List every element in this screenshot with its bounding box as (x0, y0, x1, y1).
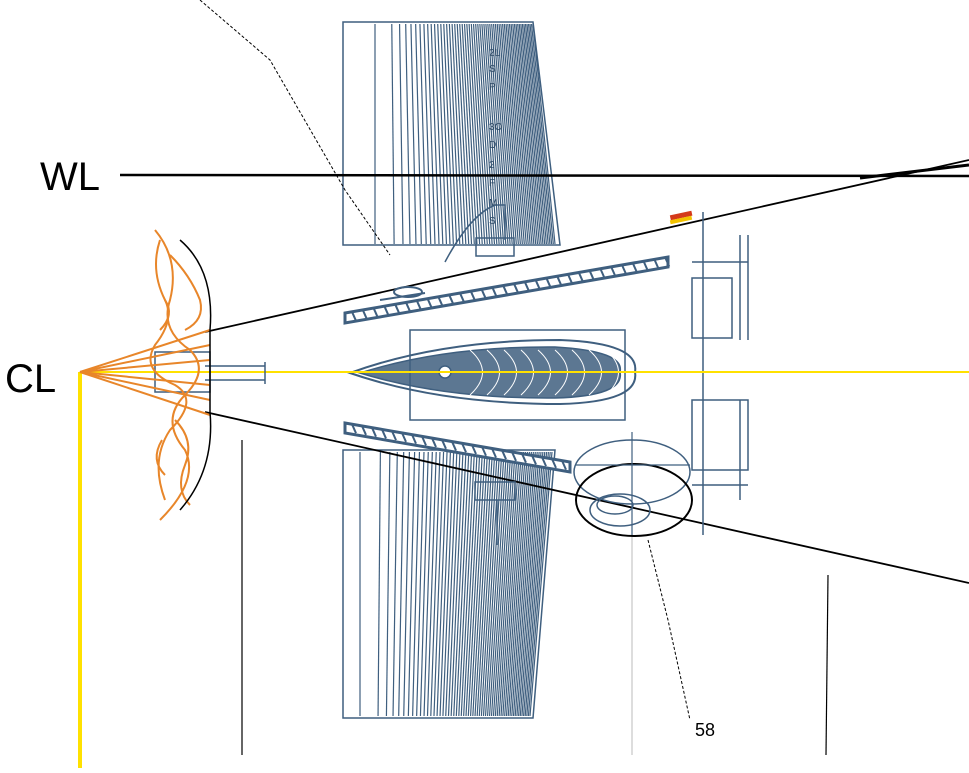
wing-strip-label: M (489, 198, 497, 209)
waterline (119, 173, 969, 178)
fuselage-upper-outline (204, 159, 969, 333)
wing-strip-label: S (489, 64, 496, 75)
propeller (79, 229, 211, 521)
upper-wing-panel (342, 21, 561, 246)
marker-yellow (669, 215, 693, 225)
callout-58-label: 58 (695, 720, 715, 740)
upper-stringer-beam (343, 255, 671, 325)
wing-strip-label: 2L (489, 48, 501, 59)
wing-strip-label: 3O (489, 122, 503, 133)
wing-strip-label: 2 (489, 160, 495, 171)
lower-stringer-beam (343, 421, 572, 474)
wing-strip-label: P (489, 82, 496, 93)
marker-red (669, 210, 693, 221)
spinner-outline (179, 239, 212, 511)
centerline-label: CL (5, 357, 56, 401)
wing-strip-label: D (489, 140, 496, 151)
leader-line-callout (647, 539, 691, 721)
wing-strip-label: F (489, 178, 495, 189)
waterline-label: WL (40, 155, 100, 199)
vertical-reference-line-right (825, 574, 829, 756)
aft-structure (691, 212, 749, 535)
wing-root-fairings (444, 204, 516, 545)
leader-line-upper (199, 0, 391, 256)
wing-strip-label: S (489, 216, 496, 227)
fuselage-lower-outline (204, 411, 969, 584)
lower-wing-panel (342, 449, 556, 719)
wheel-nacelle (573, 432, 693, 537)
